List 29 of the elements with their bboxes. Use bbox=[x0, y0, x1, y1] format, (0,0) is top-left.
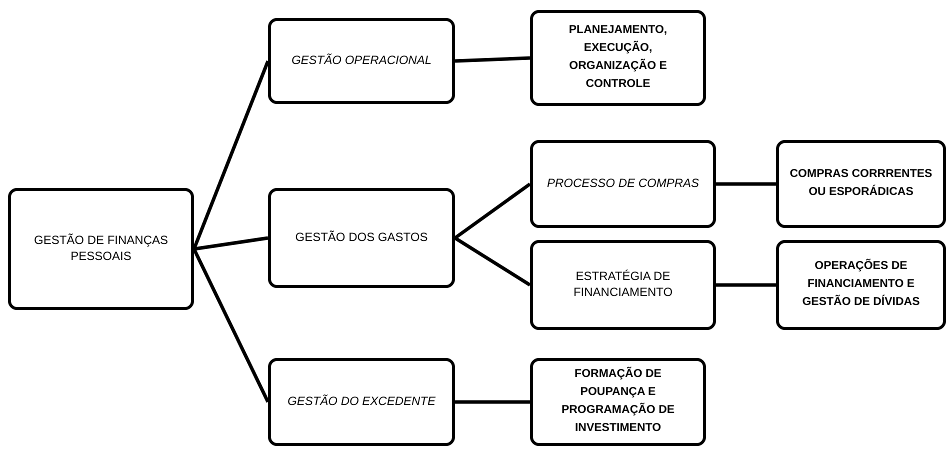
box-label: FORMAÇÃO DE POUPANÇA E PROGRAMAÇÃO DE INVESTIMENTO bbox=[560, 366, 676, 436]
box-label: COMPRAS CORRRENTES OU ESPORÁDICAS bbox=[788, 167, 934, 200]
rounded-box bbox=[530, 140, 716, 228]
box-label: ESTRATÉGIA DE FINANCIAMENTO bbox=[572, 269, 674, 301]
box-label: GESTÃO DOS GASTOS bbox=[295, 230, 428, 246]
connector-line bbox=[716, 283, 776, 287]
rounded-box bbox=[776, 240, 946, 330]
box-label: PROCESSO DE COMPRAS bbox=[546, 176, 700, 192]
rounded-box bbox=[530, 10, 706, 106]
rounded-box bbox=[268, 18, 455, 104]
box-label: GESTÃO DE FINANÇAS PESSOAIS bbox=[32, 233, 170, 265]
rounded-box bbox=[530, 358, 706, 446]
connector-line bbox=[716, 182, 776, 186]
connector-line bbox=[192, 248, 270, 403]
box-label: GESTÃO OPERACIONAL bbox=[291, 53, 432, 69]
connector-line bbox=[455, 400, 530, 404]
rounded-box bbox=[268, 358, 455, 446]
connector-line bbox=[454, 56, 530, 63]
rounded-box bbox=[776, 140, 946, 228]
box-label: GESTÃO DO EXCEDENTE bbox=[287, 394, 436, 410]
connector-line bbox=[194, 236, 268, 251]
connector-line bbox=[192, 60, 270, 250]
box-label: OPERAÇÕES DE FINANCIAMENTO E GESTÃO DE DÍVIDAS bbox=[801, 258, 921, 310]
rounded-box bbox=[8, 188, 194, 310]
connector-line bbox=[454, 236, 531, 286]
connector-line bbox=[454, 182, 532, 240]
box-label: PLANEJAMENTO, EXECUÇÃO, ORGANIZAÇÃO E CONTROLE bbox=[568, 23, 668, 92]
rounded-box bbox=[530, 240, 716, 330]
rounded-box bbox=[268, 188, 455, 288]
